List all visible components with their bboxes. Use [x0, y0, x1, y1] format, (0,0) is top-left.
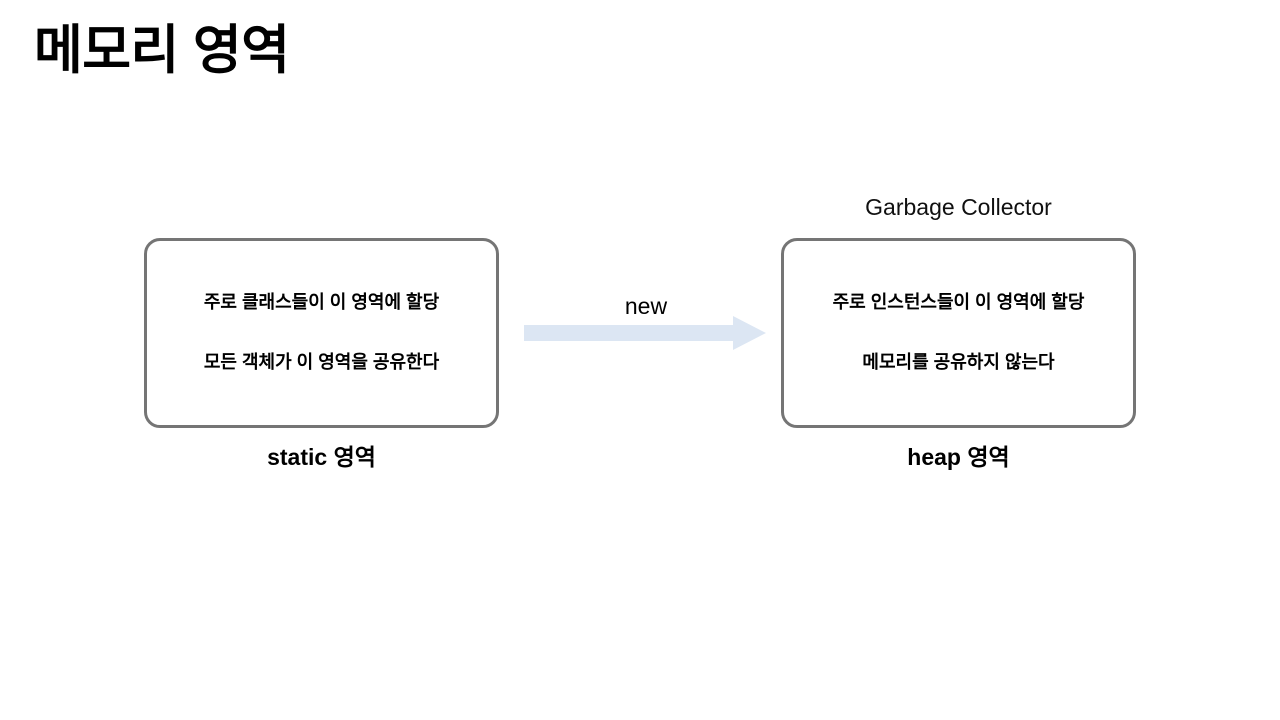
static-region-box: 주로 클래스들이 이 영역에 할당 모든 객체가 이 영역을 공유한다 — [144, 238, 499, 428]
static-region-caption: static 영역 — [267, 444, 376, 470]
heap-region-box: 주로 인스턴스들이 이 영역에 할당 메모리를 공유하지 않는다 — [781, 238, 1136, 428]
arrow-shape — [524, 316, 766, 350]
arrow-label-new: new — [624, 293, 668, 319]
page-title: 메모리 영역 — [34, 21, 290, 80]
garbage-collector-header: Garbage Collector — [865, 194, 1052, 220]
new-flow-arrow-icon — [520, 314, 770, 352]
static-region-line-2: 모든 객체가 이 영역을 공유한다 — [203, 352, 440, 372]
heap-region-caption: heap 영역 — [907, 444, 1010, 470]
heap-region-line-1: 주로 인스턴스들이 이 영역에 할당 — [832, 292, 1085, 313]
heap-region-line-2: 메모리를 공유하지 않는다 — [862, 352, 1055, 372]
static-region-line-1: 주로 클래스들이 이 영역에 할당 — [203, 292, 440, 313]
